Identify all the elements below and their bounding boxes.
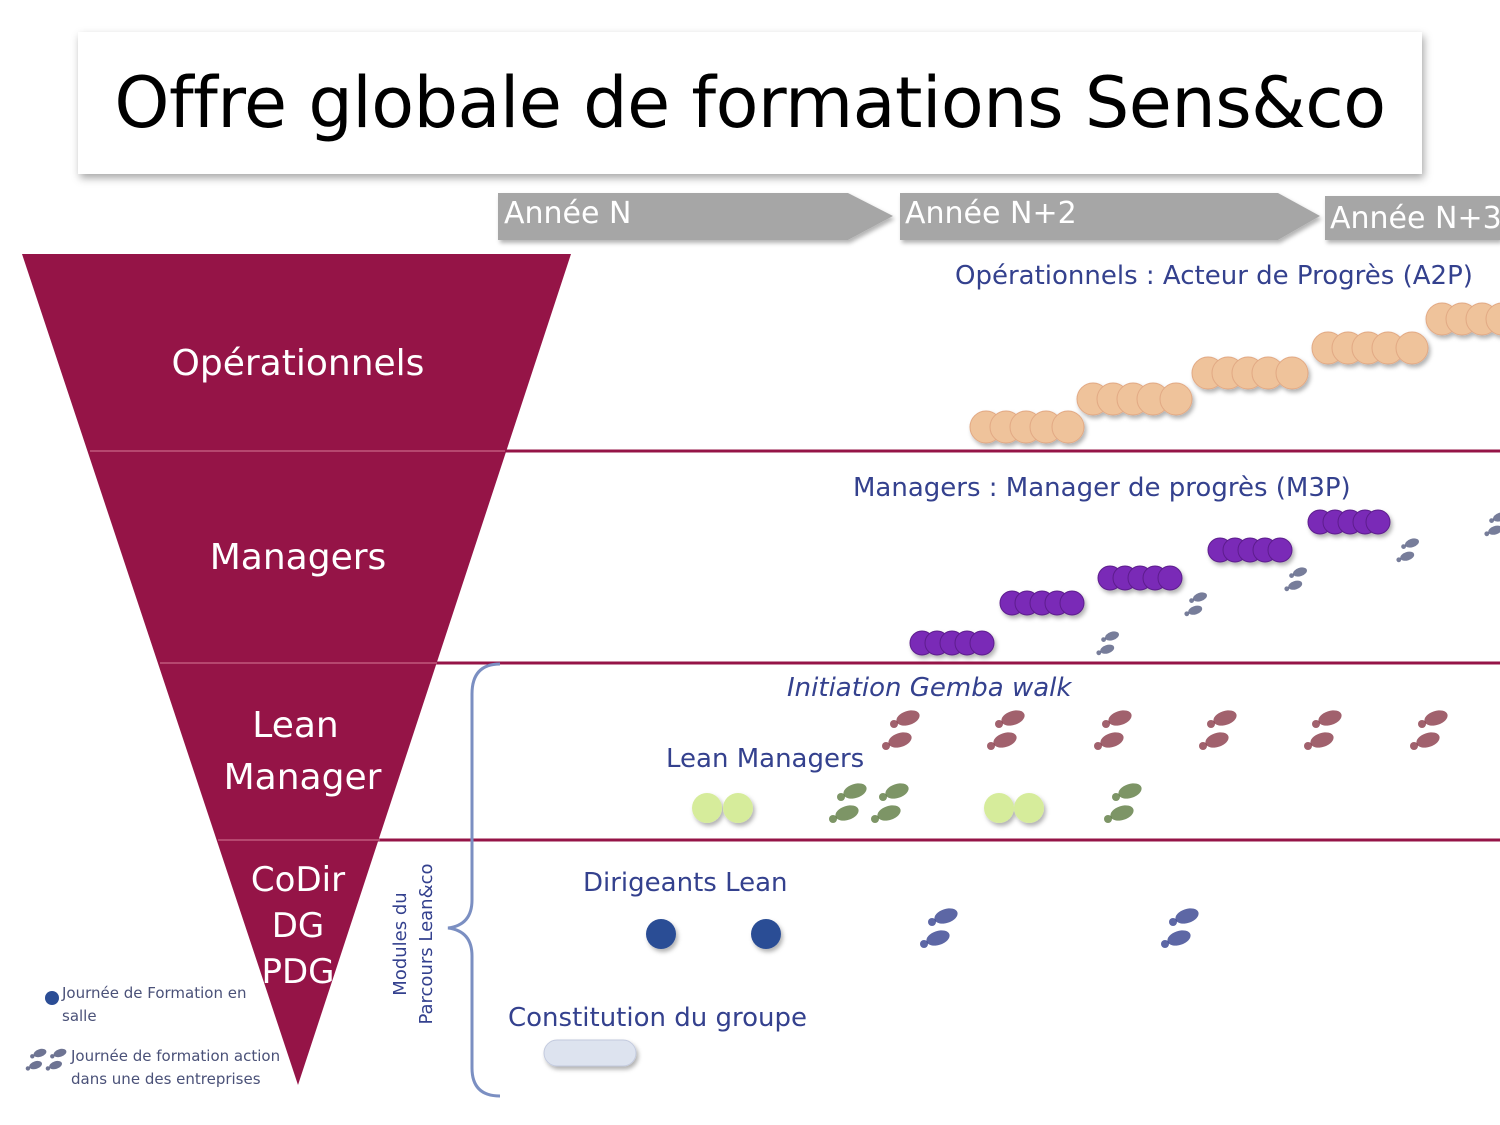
footprints-icon [1410, 707, 1450, 751]
year-arrow-n2 [900, 193, 1320, 240]
footprints-icon [920, 905, 960, 949]
op-group-4 [1311, 331, 1429, 365]
mgr-group-5 [1307, 509, 1391, 535]
section-label-a2p: Opérationnels : Acteur de Progrès (A2P) [955, 261, 1473, 291]
dot-icon [646, 919, 676, 949]
footprints-icon [1304, 707, 1344, 751]
funnel-label-lean-manager: Lean Manager [223, 705, 382, 798]
footprints-icon [871, 780, 911, 824]
footprints-icon [987, 707, 1027, 751]
footprints-icon [1484, 510, 1500, 537]
year-label-n: Année N [504, 196, 632, 231]
managers-modules [909, 509, 1391, 656]
legend-action-day: Journée de formation action dans une des… [71, 1047, 281, 1088]
funnel-label-managers: Managers [209, 537, 387, 578]
gemba-footprints [882, 707, 1450, 751]
constitution-pill [543, 1039, 637, 1067]
mgr-group-1 [909, 630, 995, 656]
year-arrow-n3 [1325, 196, 1500, 240]
year-label-n3: Année N+3 [1330, 201, 1500, 236]
op-group-1 [969, 410, 1085, 444]
legend-footprints-icon [25, 1047, 68, 1071]
dot-icon [751, 919, 781, 949]
footprints-icon [1161, 905, 1201, 949]
bracket-label: Modules du Parcours Lean&co [390, 863, 437, 1025]
footprints-icon [1396, 536, 1421, 563]
footprints-icon [1284, 565, 1309, 592]
year-arrow-n [498, 193, 893, 240]
footprints-icon [1184, 590, 1209, 617]
section-label-m3p: Managers : Manager de progrès (M3P) [853, 473, 1351, 503]
op-group-5 [1425, 302, 1500, 336]
modules-bracket [447, 662, 501, 1098]
footprints-icon [829, 780, 869, 824]
dot-icon [984, 793, 1014, 823]
title-box: Offre globale de formations Sens&co [78, 32, 1422, 174]
dot-icon [1014, 793, 1044, 823]
mgr-group-4 [1207, 537, 1293, 563]
op-group-3 [1191, 356, 1309, 390]
funnel-label-codir: CoDir DG PDG [250, 860, 346, 992]
legend-dot-icon [45, 991, 59, 1005]
footprints-icon [882, 707, 922, 751]
op-group-2 [1076, 382, 1193, 416]
lean-manager-modules [692, 780, 1144, 824]
page-title: Offre globale de formations Sens&co [114, 62, 1386, 144]
dot-icon [692, 793, 722, 823]
funnel-label-operationnels: Opérationnels [171, 343, 425, 384]
legend-room-day: Journée de Formation en salle [62, 984, 247, 1025]
footprints-icon [1199, 707, 1239, 751]
dirigeants-modules [646, 905, 1201, 949]
footprints-icon [1096, 629, 1121, 656]
timeline [498, 193, 1500, 240]
footprints-icon [1104, 780, 1144, 824]
section-label-lean-managers: Lean Managers [666, 744, 865, 774]
section-label-dirigeants: Dirigeants Lean [583, 868, 788, 898]
funnel-triangle [22, 254, 571, 1085]
mgr-group-2 [999, 590, 1085, 616]
footprints-icon [1094, 707, 1134, 751]
dot-icon [723, 793, 753, 823]
section-label-gemba: Initiation Gemba walk [787, 673, 1072, 703]
year-label-n2: Année N+2 [905, 196, 1077, 231]
operationnels-modules [969, 302, 1500, 444]
mgr-group-3 [1097, 565, 1183, 591]
section-label-constitution: Constitution du groupe [508, 1003, 807, 1033]
